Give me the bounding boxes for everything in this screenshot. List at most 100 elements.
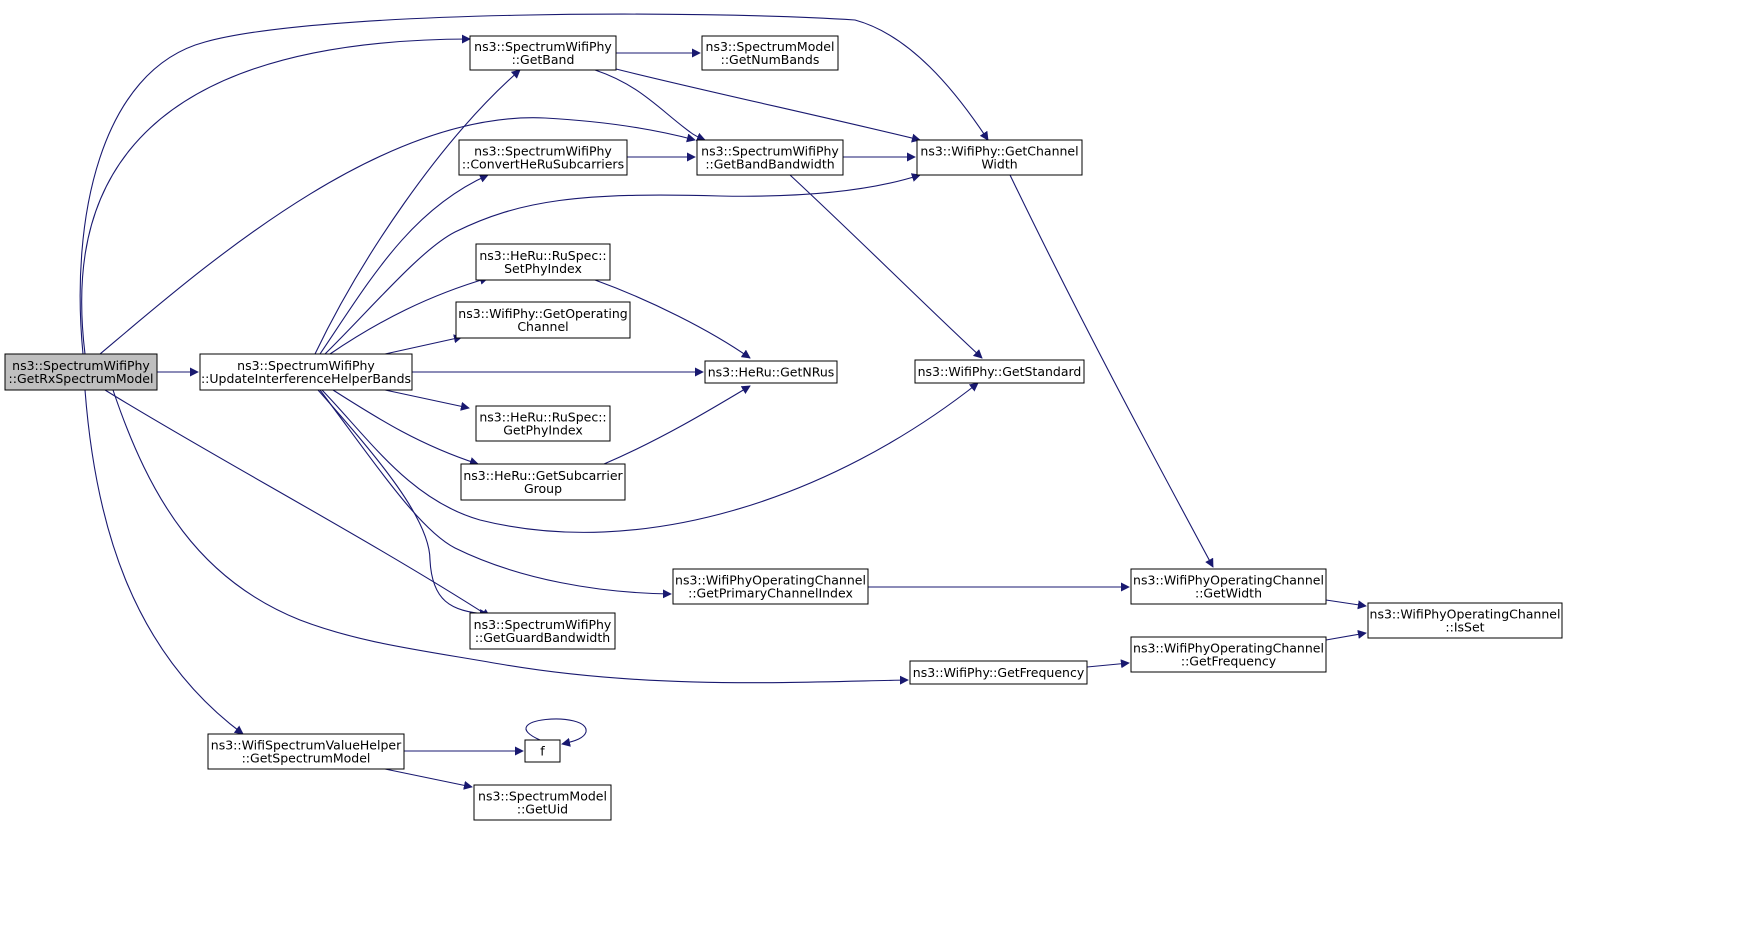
node-uihb[interactable]: ns3::SpectrumWifiPhy::UpdateInterference…	[199, 353, 413, 391]
node-label: ::GetBand	[512, 52, 575, 67]
node-getband[interactable]: ns3::SpectrumWifiPhy::GetBand	[469, 35, 617, 71]
node-label: ns3::WifiPhyOperatingChannel	[1133, 573, 1324, 588]
edge-root-guardbw	[104, 389, 491, 618]
edge-uihb-convert	[319, 174, 489, 355]
edge-setphy-getnrus	[594, 279, 751, 359]
node-specmodel[interactable]: ns3::WifiSpectrumValueHelper::GetSpectru…	[207, 733, 405, 770]
node-label: Width	[981, 157, 1017, 172]
node-getfreq[interactable]: ns3::WifiPhy::GetFrequency	[909, 660, 1088, 685]
node-label: ::GetRxSpectrumModel	[9, 371, 154, 386]
node-label: ::ConvertHeRuSubcarriers	[462, 157, 624, 172]
edge-root-chwidth	[79, 13, 989, 355]
node-label: ns3::WifiSpectrumValueHelper	[211, 738, 402, 753]
node-label: ns3::HeRu::GetSubcarrier	[463, 468, 623, 483]
edge-bandbw-getstd	[789, 174, 983, 359]
node-label: Group	[524, 481, 562, 496]
node-box	[455, 301, 631, 339]
node-label: GetPhyIndex	[503, 423, 583, 438]
node-box	[469, 35, 617, 71]
node-box	[1130, 636, 1327, 673]
node-label: ::GetGuardBandwidth	[475, 630, 610, 645]
node-getphyidx[interactable]: ns3::HeRu::RuSpec::GetPhyIndex	[475, 405, 611, 442]
node-label: ns3::SpectrumWifiPhy	[474, 39, 612, 54]
node-opfreq[interactable]: ns3::WifiPhyOperatingChannel::GetFrequen…	[1130, 636, 1327, 673]
node-label: ::GetUid	[517, 802, 568, 817]
edge-root-specmodel	[84, 389, 244, 735]
node-box	[1130, 568, 1327, 605]
node-label: ns3::HeRu::RuSpec::	[479, 410, 606, 425]
node-f[interactable]: f	[524, 739, 561, 763]
edge-opwidth-isset	[1325, 599, 1367, 610]
node-label: ns3::HeRu::GetNRus	[708, 365, 835, 380]
node-box	[916, 139, 1083, 176]
edge-uihb-chwidth	[324, 173, 921, 355]
node-label: Channel	[517, 319, 568, 334]
node-label: ns3::SpectrumModel	[706, 39, 835, 54]
node-setphy[interactable]: ns3::HeRu::RuSpec::SetPhyIndex	[475, 243, 611, 281]
node-label: ::GetSpectrumModel	[242, 751, 371, 766]
edge-layer	[79, 13, 1367, 790]
node-box	[475, 405, 611, 442]
node-primidx[interactable]: ns3::WifiPhyOperatingChannel::GetPrimary…	[672, 568, 869, 605]
node-box	[199, 353, 413, 391]
edge-uihb-subgroup	[332, 389, 479, 466]
node-numbands[interactable]: ns3::SpectrumModel::GetNumBands	[701, 35, 839, 71]
node-label: ns3::WifiPhy::GetStandard	[918, 364, 1082, 379]
node-box	[704, 360, 838, 384]
edge-uihb-setphy	[329, 275, 489, 355]
edge-uihb-guardbw	[317, 389, 489, 619]
node-box	[469, 612, 616, 650]
node-root[interactable]: ns3::SpectrumWifiPhy::GetRxSpectrumModel	[4, 353, 158, 391]
node-box	[696, 139, 844, 176]
node-label: ns3::WifiPhyOperatingChannel	[1133, 641, 1324, 656]
node-box	[701, 35, 839, 71]
node-box	[524, 739, 561, 763]
node-label: ns3::SpectrumModel	[478, 789, 607, 804]
node-getnrus[interactable]: ns3::HeRu::GetNRus	[704, 360, 838, 384]
edge-getband-bandbw	[594, 69, 706, 142]
node-bandbw[interactable]: ns3::SpectrumWifiPhy::GetBandBandwidth	[696, 139, 844, 176]
edge-subgroup-getnrus	[603, 385, 751, 465]
node-box	[672, 568, 869, 605]
node-label: ::GetFrequency	[1181, 654, 1277, 669]
edge-root-getfreq	[112, 389, 909, 685]
node-box	[909, 660, 1088, 685]
node-box	[458, 139, 628, 176]
node-label: SetPhyIndex	[504, 261, 582, 276]
edge-uihb-primidx	[319, 389, 672, 599]
edge-uihb-getphyidx	[384, 389, 470, 411]
node-getstd[interactable]: ns3::WifiPhy::GetStandard	[914, 359, 1085, 384]
node-isset[interactable]: ns3::WifiPhyOperatingChannel::IsSet	[1367, 602, 1563, 639]
node-label: ns3::WifiPhyOperatingChannel	[1370, 607, 1561, 622]
node-convert[interactable]: ns3::SpectrumWifiPhy::ConvertHeRuSubcarr…	[458, 139, 628, 176]
node-label: ::GetBandBandwidth	[705, 157, 834, 172]
node-guardbw[interactable]: ns3::SpectrumWifiPhy::GetGuardBandwidth	[469, 612, 616, 650]
edge-getfreq-opfreq	[1086, 659, 1130, 669]
node-box	[207, 733, 405, 770]
node-label: ::GetNumBands	[721, 52, 820, 67]
node-box	[460, 463, 626, 501]
node-label: ::GetPrimaryChannelIndex	[688, 586, 853, 601]
node-label: ns3::WifiPhy::GetChannel	[920, 144, 1078, 159]
node-layer: ns3::SpectrumWifiPhy::GetRxSpectrumModel…	[4, 35, 1563, 821]
node-label: ns3::WifiPhyOperatingChannel	[675, 573, 866, 588]
edge-root-getband	[81, 34, 471, 355]
node-label: ns3::SpectrumWifiPhy	[12, 358, 150, 373]
edge-chwidth-opwidth	[1009, 174, 1214, 568]
edge-uihb-getstd	[321, 382, 979, 533]
edge-opfreq-isset	[1325, 629, 1367, 641]
node-box	[4, 353, 158, 391]
node-uid[interactable]: ns3::SpectrumModel::GetUid	[473, 784, 612, 821]
node-label: ::GetWidth	[1195, 586, 1262, 601]
node-label: ns3::WifiPhy::GetOperating	[458, 306, 627, 321]
edge-specmodel-uid	[384, 768, 473, 790]
node-label: ns3::SpectrumWifiPhy	[237, 358, 375, 373]
node-label: f	[540, 744, 545, 759]
node-label: ns3::SpectrumWifiPhy	[701, 144, 839, 159]
edge-uihb-getband	[314, 69, 521, 355]
node-opwidth[interactable]: ns3::WifiPhyOperatingChannel::GetWidth	[1130, 568, 1327, 605]
